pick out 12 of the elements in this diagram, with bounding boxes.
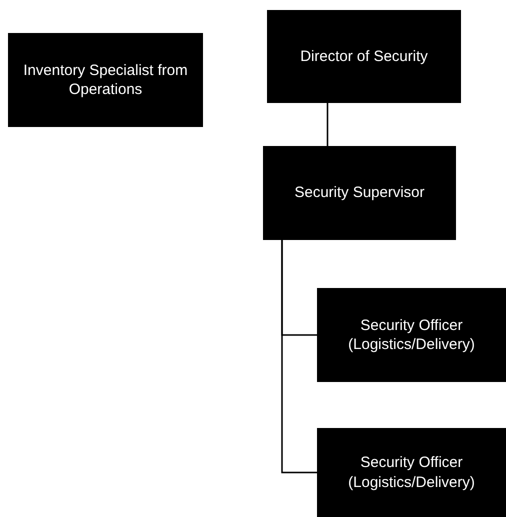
connector-line <box>326 103 328 146</box>
role-box <box>8 33 203 127</box>
role-title: Security Supervisor <box>293 183 426 203</box>
connector-line <box>281 240 317 474</box>
role-box <box>263 146 456 240</box>
role-title: Security Officer (Logistics/Delivery) <box>347 453 476 492</box>
role-box <box>267 10 461 103</box>
role-box <box>317 288 506 382</box>
role-title: Director of Security <box>299 46 429 66</box>
role-title: Inventory Specialist from Operations <box>22 60 189 100</box>
role-title: Security Officer (Logistics/Delivery) <box>347 316 476 354</box>
role-box <box>317 428 506 517</box>
